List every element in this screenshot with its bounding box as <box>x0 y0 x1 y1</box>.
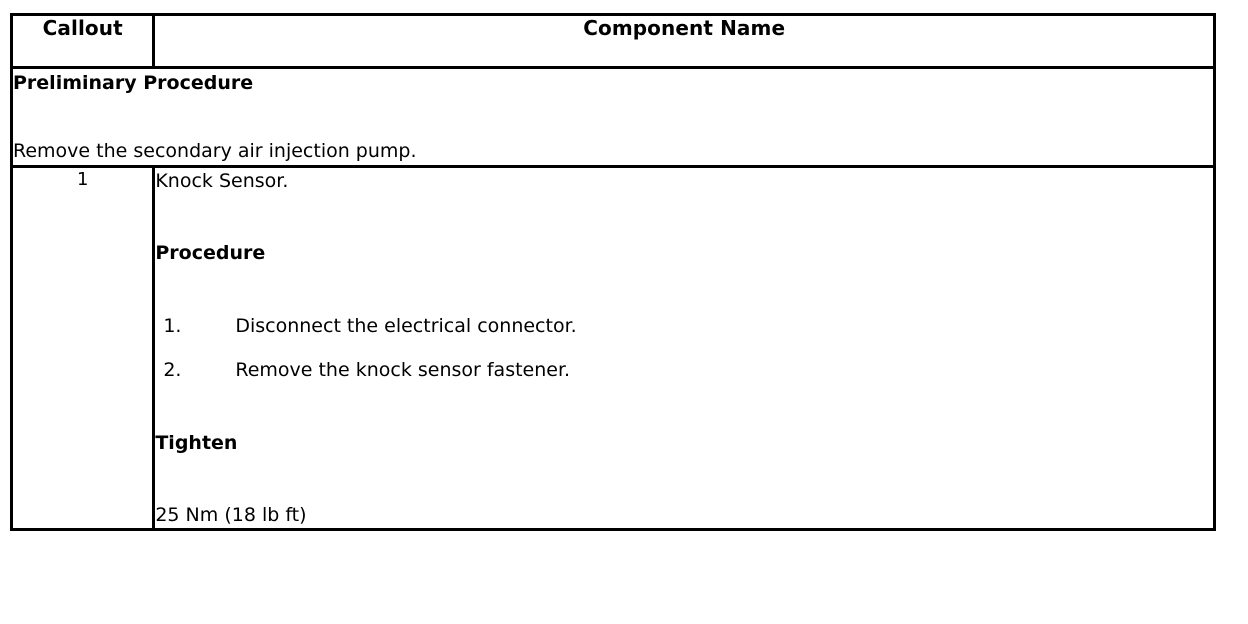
table-row: 1 Knock Sensor. Procedure 1. Disconnect … <box>9 165 1216 531</box>
component-name-text: Knock Sensor. <box>155 170 289 192</box>
list-item: 1. Disconnect the electrical connector. <box>155 304 1213 348</box>
step-number: 2. <box>163 359 182 381</box>
procedure-step-list: 1. Disconnect the electrical connector. … <box>155 304 1213 392</box>
tighten-torque-value: 25 Nm (18 lb ft) <box>155 504 307 526</box>
column-header-component-name: Component Name <box>152 13 1216 69</box>
step-text: Disconnect the electrical connector. <box>235 315 577 337</box>
component-detail-cell: Knock Sensor. Procedure 1. Disconnect th… <box>152 165 1216 531</box>
preliminary-procedure-title: Preliminary Procedure <box>13 72 254 94</box>
preliminary-procedure-text: Remove the secondary air injection pump. <box>13 140 417 162</box>
tighten-heading: Tighten <box>155 432 238 454</box>
step-number: 1. <box>163 315 182 337</box>
preliminary-procedure-row: Preliminary Procedure Remove the seconda… <box>10 66 1216 168</box>
table-header-row: Callout Component Name <box>9 13 1216 69</box>
callout-number: 1 <box>9 165 156 531</box>
column-header-callout: Callout <box>9 13 156 69</box>
service-procedure-table: Callout Component Name Preliminary Proce… <box>9 13 1216 531</box>
procedure-heading: Procedure <box>155 242 266 264</box>
preliminary-procedure-cell: Preliminary Procedure Remove the seconda… <box>10 66 1216 168</box>
step-text: Remove the knock sensor fastener. <box>235 359 571 381</box>
list-item: 2. Remove the knock sensor fastener. <box>155 348 1213 392</box>
